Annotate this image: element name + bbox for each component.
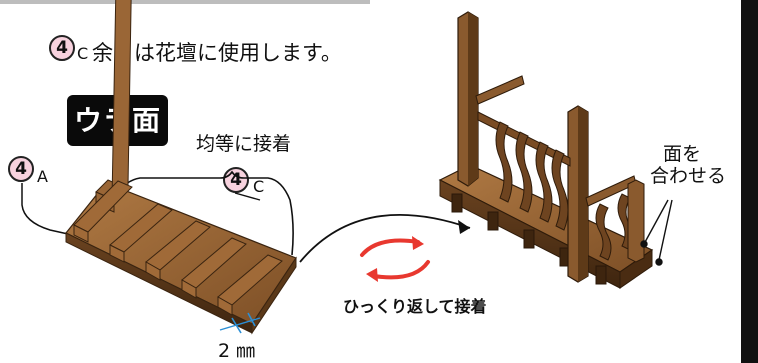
- right-edge-bar: [741, 0, 758, 363]
- part-a-circle: 4: [8, 156, 34, 182]
- align-faces-line1: 面を: [663, 143, 702, 165]
- step-instruction: 余りは花壇に使用します。: [92, 41, 342, 65]
- flip-arrows-icon: [360, 238, 430, 280]
- part-a-leader: [21, 183, 69, 235]
- align-faces-line2: 合わせる: [650, 165, 727, 187]
- align-faces-pointers: [640, 199, 673, 266]
- base-board: [65, 0, 297, 335]
- flip-instruction: ひっくり返して接着: [343, 297, 487, 316]
- railing-assembly: [438, 11, 654, 289]
- step-c-letter: C: [77, 44, 89, 63]
- part-c-letter: C: [253, 177, 265, 196]
- gap-measurement: 2 ㎜: [218, 340, 256, 362]
- part-c-leader: [234, 192, 261, 201]
- gap-measure-marker: [219, 312, 261, 334]
- move-arrow-head: [458, 220, 470, 234]
- step-number-circle: 4: [49, 35, 75, 61]
- top-divider: [0, 0, 370, 4]
- glue-evenly-label: 均等に接着: [196, 133, 292, 155]
- move-arrow: [299, 213, 471, 263]
- part-c-circle: 4: [223, 167, 249, 193]
- slat-bracket: [119, 170, 294, 256]
- part-a-letter: A: [37, 167, 48, 186]
